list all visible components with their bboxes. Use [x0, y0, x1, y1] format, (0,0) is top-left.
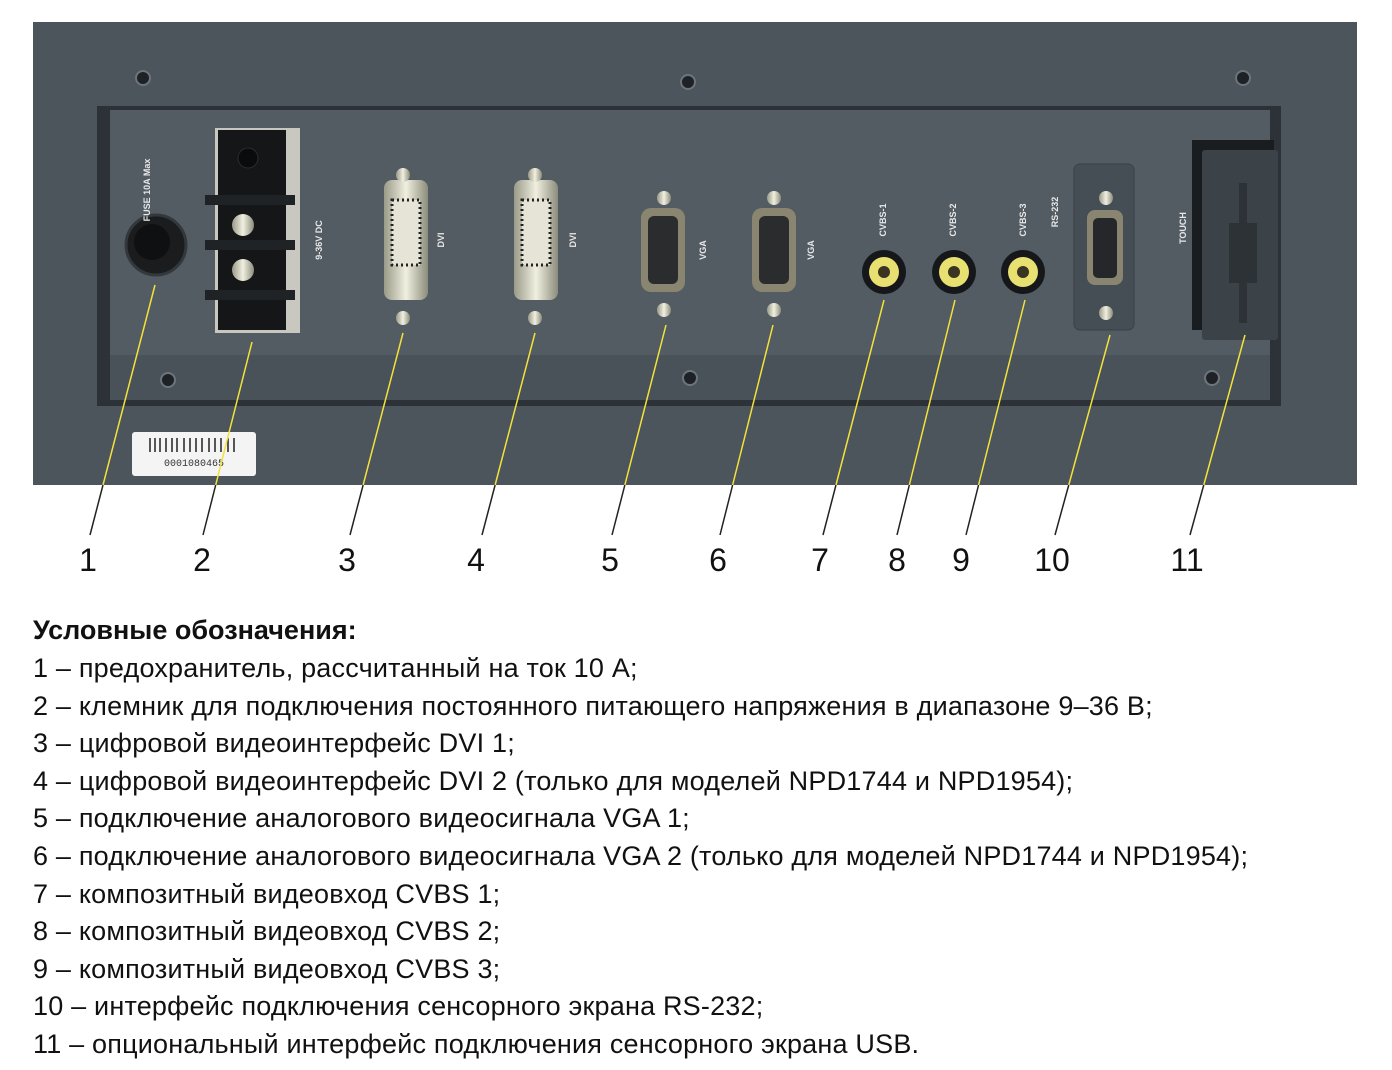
callout-leader-7 [822, 484, 837, 536]
callout-number: 11 [1170, 542, 1204, 578]
legend-item: 5 – подключение аналогового видеосигнала… [33, 803, 690, 834]
callout-line-6 [731, 324, 774, 486]
usb-touch-cover: TOUCH [1178, 140, 1278, 340]
svg-text:FUSE 10A Max: FUSE 10A Max [142, 159, 152, 222]
vga-connector-1: VGA [641, 191, 708, 317]
barcode-label: 0001080465 [132, 432, 256, 476]
power-terminal-block: 9-36V DC [205, 128, 324, 333]
dvi-connector-2: DVI [514, 168, 578, 325]
callout-line-5 [624, 324, 667, 486]
callout-line-4 [494, 332, 536, 486]
legend-item: 8 – композитный видеовход CVBS 2; [33, 916, 501, 947]
legend: Условные обозначения: 1 – предохранитель… [33, 612, 1248, 1064]
callout-leader-11 [1189, 484, 1205, 536]
legend-item: 6 – подключение аналогового видеосигнала… [33, 840, 1249, 871]
svg-text:CVBS-2: CVBS-2 [948, 203, 958, 236]
svg-text:9-36V DC: 9-36V DC [314, 220, 324, 260]
callout-leader-9 [965, 484, 980, 536]
legend-item: 7 – композитный видеовход CVBS 1; [33, 878, 501, 909]
callout-line-2 [214, 341, 253, 486]
callout-number: 8 [888, 542, 906, 578]
svg-text:CVBS-1: CVBS-1 [878, 203, 888, 236]
screw-icon [135, 70, 1251, 388]
callout-leader-1 [89, 484, 104, 536]
legend-item: 11 – опциональный интерфейс подключения … [33, 1028, 920, 1059]
callout-number: 5 [601, 542, 619, 578]
callout-number: 6 [709, 542, 727, 578]
legend-item: 3 – цифровой видеоинтерфейс DVI 1; [33, 728, 515, 759]
callout-number: 2 [193, 542, 211, 578]
callout-leader-2 [202, 484, 217, 536]
callout-line-8 [908, 299, 956, 486]
svg-text:VGA: VGA [806, 240, 816, 260]
legend-item: 1 – предохранитель, рассчитанный на ток … [33, 653, 638, 683]
callout-number: 4 [467, 542, 485, 578]
callout-line-1 [102, 284, 156, 486]
svg-text:DVI: DVI [568, 232, 578, 247]
vga-connector-2: VGA [752, 191, 816, 317]
svg-text:0001080465: 0001080465 [164, 459, 224, 470]
svg-text:VGA: VGA [698, 240, 708, 260]
cvbs-connector-3: CVBS-3 [1001, 203, 1045, 294]
legend-item: 9 – композитный видеовход CVBS 3; [33, 953, 501, 984]
callout-lines [89, 284, 1246, 536]
callout-number: 10 [1034, 542, 1070, 578]
rs232-connector: RS-232 [1050, 163, 1135, 331]
dvi-connector-1: DVI [384, 168, 446, 325]
legend-title: Условные обозначения: [33, 615, 357, 645]
callout-leader-4 [481, 484, 496, 536]
legend-item: 10 – интерфейс подключения сенсорного эк… [33, 991, 764, 1022]
svg-text:DVI: DVI [436, 232, 446, 247]
callout-leader-10 [1054, 484, 1070, 536]
callout-number: 9 [952, 542, 970, 578]
connector-panel-photo: 0001080465 FUSE 10A Max 9-36V DC DVI DVI… [33, 22, 1357, 536]
callout-line-10 [1068, 334, 1111, 486]
callout-leader-5 [611, 484, 626, 536]
callout-line-7 [835, 299, 885, 486]
callout-line-3 [362, 332, 404, 486]
legend-item: 2 – клемник для подключения постоянного … [33, 690, 1153, 721]
legend-item: 4 – цифровой видеоинтерфейс DVI 2 (тольк… [33, 765, 1074, 796]
callout-leader-6 [719, 484, 734, 536]
cvbs-connector-2: CVBS-2 [932, 203, 976, 294]
svg-text:RS-232: RS-232 [1050, 197, 1060, 228]
callout-number: 3 [338, 542, 356, 578]
fuse-holder: FUSE 10A Max [124, 159, 188, 277]
callout-leader-3 [349, 484, 364, 536]
callout-line-11 [1203, 334, 1246, 486]
callout-leader-8 [896, 484, 911, 536]
callout-number: 7 [811, 542, 829, 578]
callout-number: 1 [79, 542, 97, 578]
svg-text:CVBS-3: CVBS-3 [1018, 203, 1028, 236]
cvbs-connector-1: CVBS-1 [862, 203, 906, 294]
svg-text:TOUCH: TOUCH [1178, 212, 1188, 244]
callout-line-9 [977, 299, 1026, 486]
